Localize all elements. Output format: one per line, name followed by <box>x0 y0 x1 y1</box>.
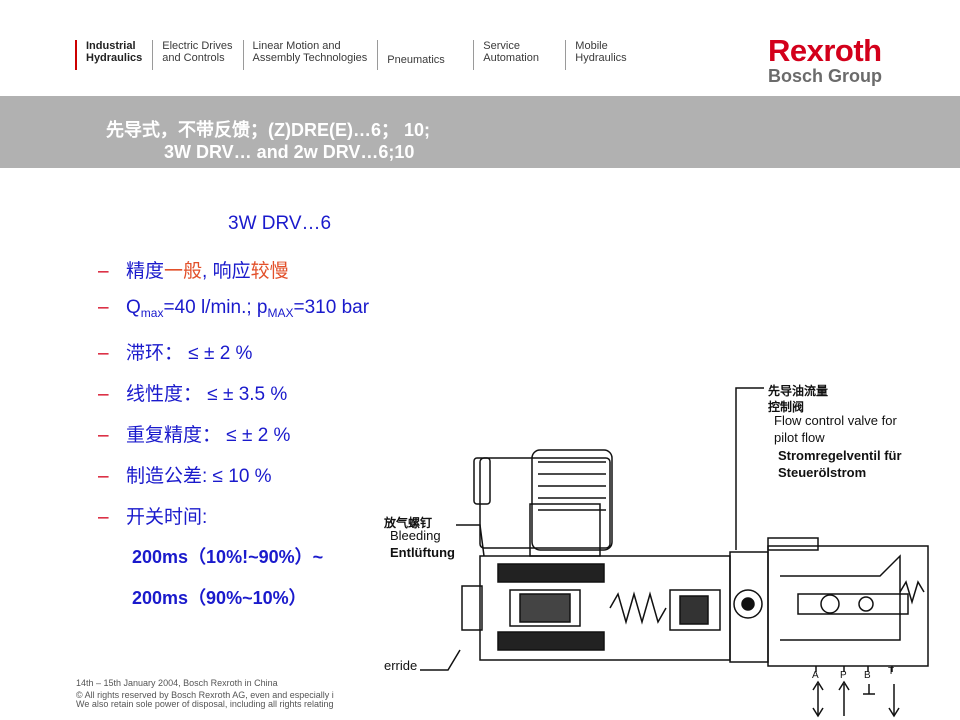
bullet-dash: – <box>98 384 109 405</box>
nav-electric-drives[interactable]: Electric Drives and Controls <box>152 40 233 70</box>
label-flow-valve-en-2: pilot flow <box>774 430 825 445</box>
timing-line-2: 200ms（90%~10%） <box>132 588 307 608</box>
label-bleeding-cn: 放气螺钉 <box>384 516 433 530</box>
nav-industrial-hydraulics[interactable]: Industrial Hydraulics <box>75 40 142 70</box>
label-flow-valve-en-1: Flow control valve for <box>774 413 897 428</box>
nav-label: Mobile <box>575 40 608 52</box>
nav-label: Pneumatics <box>387 54 445 66</box>
nav-label: Electric Drives <box>162 40 233 52</box>
timing-line-1: 200ms（10%!~90%）~ <box>132 547 324 567</box>
bullet-text: 线性度： ≤ ± 3.5 % <box>126 384 288 405</box>
port-label-p: P <box>840 670 847 681</box>
bullet-tolerance: –制造公差: ≤ 10 % <box>98 461 272 488</box>
footer-rights: We also retain sole power of disposal, i… <box>76 699 334 709</box>
bullet-text: 重复精度： ≤ ± 2 % <box>126 425 291 446</box>
nav-mobile-hydraulics[interactable]: Mobile Hydraulics <box>565 40 627 70</box>
nav-label: Automation <box>483 52 539 64</box>
footer-date: 14th – 15th January 2004, Bosch Rexroth … <box>76 678 278 688</box>
port-label-b: B <box>864 670 871 681</box>
bullet-flow-pressure: –Qmax=40 l/min.; pMAX=310 bar <box>98 297 369 320</box>
bullet-dash: – <box>98 261 109 282</box>
title-banner: 先导式，不带反馈；(Z)DRE(E)…6； 10; 3W DRV… and 2w… <box>0 96 960 168</box>
rexroth-logo: Rexroth Bosch Group <box>767 33 882 86</box>
bullet-repeatability: –重复精度： ≤ ± 2 % <box>98 420 290 447</box>
bullet-text: =40 l/min.; p <box>163 297 268 318</box>
nav-label: Linear Motion and <box>252 40 341 52</box>
label-flow-valve-cn-2: 控制阀 <box>768 400 805 414</box>
bullet-text: 滞环： ≤ ± 2 % <box>126 343 253 364</box>
valve-cross-section-diagram: A P B T <box>420 387 929 718</box>
logo-sub-text: Bosch Group <box>767 66 882 86</box>
label-flow-valve-cn-1: 先导油流量 <box>768 384 829 398</box>
label-bleeding-en: Bleeding <box>390 528 441 543</box>
footer-copyright: © All rights reserved by Bosch Rexroth A… <box>76 690 334 700</box>
top-nav: Industrial Hydraulics Electric Drives an… <box>75 40 637 70</box>
section-subtitle: 3W DRV…6 <box>228 213 332 234</box>
bullet-precision: –精度一般, 响应较慢 <box>98 256 289 283</box>
bullet-text-highlight: 一般 <box>164 261 203 282</box>
page-title-line2: 3W DRV… and 2w DRV…6;10 <box>164 142 415 162</box>
bullet-dash: – <box>98 507 109 528</box>
label-bleeding-de: Entlüftung <box>390 545 455 560</box>
nav-service-automation[interactable]: Service Automation <box>473 40 555 70</box>
nav-label: and Controls <box>162 52 225 64</box>
port-labels: A P B T <box>812 666 894 681</box>
label-flow-valve-de-1: Stromregelventil für <box>778 448 902 463</box>
nav-pneumatics[interactable]: Pneumatics <box>377 40 463 70</box>
nav-label: Service <box>483 40 520 52</box>
bullet-dash: – <box>98 425 109 446</box>
bullet-text-highlight: 较慢 <box>250 261 289 282</box>
bullet-linearity: –线性度： ≤ ± 3.5 % <box>98 379 287 406</box>
page-title-line1: 先导式，不带反馈；(Z)DRE(E)…6； 10; <box>106 120 431 140</box>
bullet-text: =310 bar <box>293 297 370 318</box>
bullet-text: 精度 <box>126 261 165 282</box>
bullet-switching-time: –开关时间: <box>98 502 207 529</box>
logo-main-text: Rexroth <box>767 33 882 68</box>
port-label-a: A <box>812 670 819 681</box>
nav-label: Industrial <box>86 40 136 52</box>
nav-label: Hydraulics <box>575 52 627 64</box>
bullet-hysteresis: –滞环： ≤ ± 2 % <box>98 338 252 365</box>
port-label-t: T <box>888 666 894 677</box>
nav-label: Assembly Technologies <box>252 52 368 64</box>
bullet-dash: – <box>98 343 109 364</box>
subscript: MAX <box>267 306 294 320</box>
bullet-dash: – <box>98 297 109 318</box>
subscript: max <box>140 306 164 320</box>
label-flow-valve-de-2: Steuerölstrom <box>778 465 867 480</box>
bullet-text: 制造公差: ≤ 10 % <box>126 466 272 487</box>
label-override: erride <box>384 658 418 673</box>
bullet-text: Q <box>126 297 141 318</box>
nav-label: Hydraulics <box>86 52 143 64</box>
bullet-dash: – <box>98 466 109 487</box>
bullet-text: , 响应 <box>202 261 251 282</box>
nav-linear-motion[interactable]: Linear Motion and Assembly Technologies <box>242 40 368 70</box>
bullet-text: 开关时间: <box>126 507 208 528</box>
